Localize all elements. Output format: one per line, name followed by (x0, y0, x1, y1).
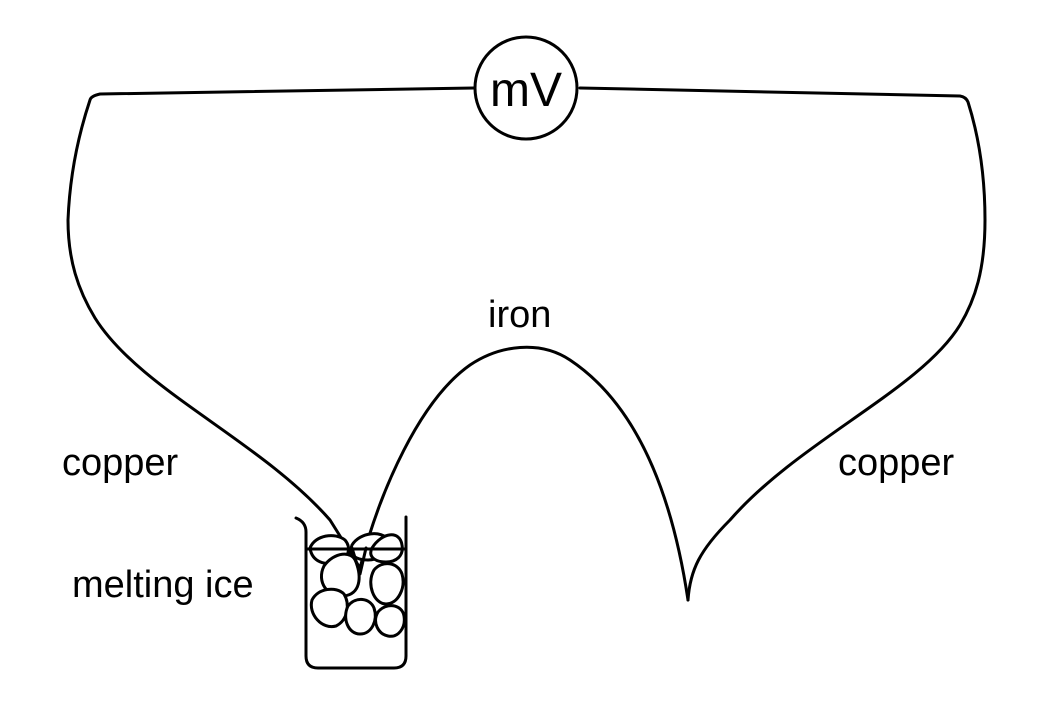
iron-label: iron (488, 294, 551, 336)
right-copper-label: copper (838, 442, 955, 484)
ice-cube (369, 562, 405, 606)
iron-wire (358, 345, 690, 602)
ice-cube (344, 598, 377, 636)
beaker-outline (294, 515, 408, 670)
copper-wire-right (578, 86, 987, 602)
meter-circle (473, 35, 579, 141)
ice-beaker (294, 515, 408, 670)
ice-cube (309, 587, 349, 629)
meter-label: mV (490, 64, 562, 117)
left-copper-label: copper (62, 442, 179, 484)
cold-junction (350, 546, 368, 576)
melting-ice-label: melting ice (72, 564, 254, 606)
copper-wire-left (66, 86, 476, 570)
millivoltmeter: mV (473, 35, 579, 141)
ice-cube (320, 552, 361, 598)
ice-cube (374, 604, 406, 638)
